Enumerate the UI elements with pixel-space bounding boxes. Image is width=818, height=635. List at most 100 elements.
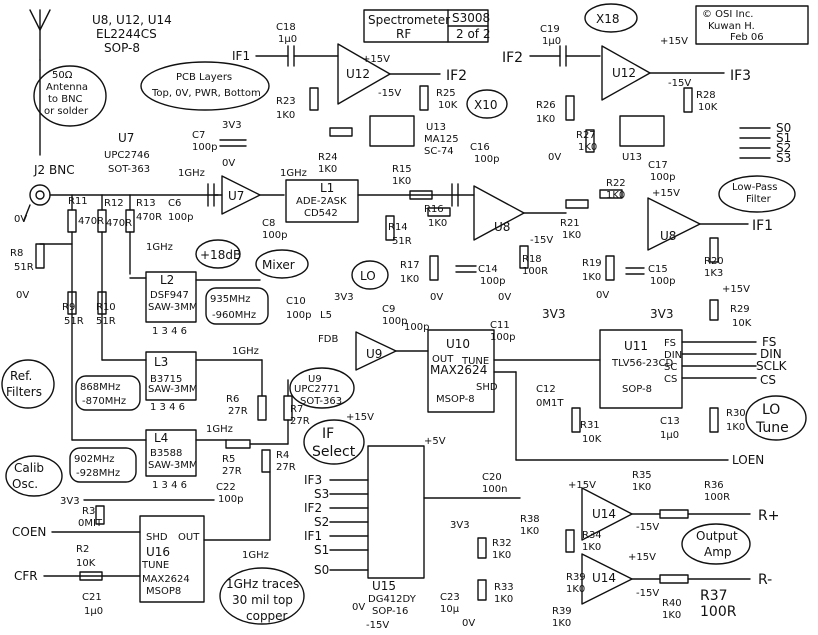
saw-filter-l4: L4 B3588 SAW-3MM 1 3 4 6 [71,429,198,491]
svg-text:1GHz: 1GHz [178,168,205,179]
svg-text:Filters: Filters [6,385,42,399]
svg-text:100p: 100p [650,172,675,183]
svg-text:B3715: B3715 [150,374,182,385]
svg-text:MSOP8: MSOP8 [146,586,181,597]
lo-note: LO [351,260,389,290]
svg-text:IF2: IF2 [304,501,322,515]
svg-text:1K0: 1K0 [632,482,651,493]
svg-text:Select: Select [312,444,356,460]
svg-text:1K0: 1K0 [552,618,571,629]
svg-text:R9: R9 [62,302,75,313]
svg-text:0M1T: 0M1T [536,398,564,409]
svg-text:R16: R16 [424,204,444,215]
svg-text:C22: C22 [216,482,236,493]
svg-text:U15: U15 [372,579,396,593]
svg-text:SOT-363: SOT-363 [300,396,342,407]
svg-text:0V: 0V [14,214,27,225]
svg-text:X18: X18 [596,12,620,26]
svg-text:-928MHz: -928MHz [76,468,120,479]
svg-text:SCLK: SCLK [756,359,788,373]
svg-text:27R: 27R [276,462,296,473]
u11-dac: U11 TLV56-23CD SOP-8 3V3 FS DIN SC CS FS… [599,284,788,441]
svg-text:CFR: CFR [14,569,38,583]
svg-text:R26: R26 [536,100,556,111]
copyright-line-3: Feb 06 [730,32,764,43]
svg-text:OUT: OUT [178,532,200,543]
svg-text:Calib: Calib [14,461,44,475]
svg-text:R22: R22 [606,178,626,189]
svg-text:C6: C6 [168,198,181,209]
svg-text:R36: R36 [704,480,724,491]
svg-text:UPC2746: UPC2746 [104,150,150,161]
svg-text:R17: R17 [400,260,420,271]
svg-text:U8, U12, U14: U8, U12, U14 [92,13,172,27]
svg-text:1GHz traces: 1GHz traces [226,577,299,591]
svg-text:100n: 100n [482,484,507,495]
svg-text:C19: C19 [540,24,560,35]
svg-text:3V3: 3V3 [450,520,470,531]
svg-text:1K0: 1K0 [392,176,411,187]
svg-text:-15V: -15V [366,620,389,631]
svg-text:Amp: Amp [704,545,732,559]
copyright-line-1: © OSI Inc. [702,9,754,20]
svg-text:+15V: +15V [346,412,374,423]
svg-text:C23: C23 [440,592,460,603]
gain-note: +18dB [195,239,241,269]
svg-text:Antenna: Antenna [46,82,88,93]
svg-text:B3588: B3588 [150,448,182,459]
svg-text:902MHz: 902MHz [74,454,114,465]
svg-text:1K0: 1K0 [318,164,337,175]
svg-text:X10: X10 [474,98,498,112]
svg-text:R3: R3 [82,506,95,517]
svg-text:IF2: IF2 [502,50,523,66]
svg-text:SHD: SHD [146,532,168,543]
svg-text:1GHz: 1GHz [280,168,307,179]
svg-text:J2 BNC: J2 BNC [33,163,75,177]
svg-text:R13: R13 [136,198,156,209]
svg-text:CS: CS [664,374,677,385]
svg-text:R20: R20 [704,256,724,267]
svg-text:0V: 0V [430,292,443,303]
svg-text:S0: S0 [314,563,329,577]
svg-text:DG412DY: DG412DY [368,594,417,605]
svg-text:DIN: DIN [664,350,682,361]
svg-text:R32: R32 [492,538,512,549]
svg-text:U8: U8 [660,229,676,243]
l1-mixer: L1 ADE-2ASK CD542 C8 100p 1GHz [262,168,475,241]
svg-text:U10: U10 [446,337,470,351]
svg-text:Tune: Tune [755,420,789,436]
u12-if3-amplifier: IF2 C19 1μ0 U12 +15V -15V IF3 R26 1K0 R2… [502,24,751,163]
svg-text:U9: U9 [366,347,382,361]
svg-text:U13: U13 [426,122,446,133]
antenna-note: 50Ω Antenna to BNC or solder [33,65,107,127]
svg-text:100p: 100p [262,230,287,241]
svg-text:C10: C10 [286,296,306,307]
u7-ref: U7 [118,131,134,145]
svg-text:L1: L1 [320,181,334,195]
svg-text:C11: C11 [490,320,510,331]
svg-text:100p: 100p [404,322,429,333]
svg-text:100p: 100p [218,494,243,505]
svg-text:U12: U12 [612,66,636,80]
svg-text:R31: R31 [580,420,600,431]
svg-text:IF2: IF2 [446,68,467,84]
input-attenuator: R11 470R R12 470R R13 470R C6 100p R8 51… [10,194,193,441]
ref-filters-note: Ref. Filters [1,359,55,409]
svg-text:R37: R37 [700,588,728,604]
svg-text:TUNE: TUNE [461,356,489,367]
svg-text:100p: 100p [480,276,505,287]
svg-text:3V3: 3V3 [542,307,565,321]
svg-text:CD542: CD542 [304,208,338,219]
svg-text:FS: FS [762,335,776,349]
svg-text:IF: IF [322,426,334,442]
svg-text:R27: R27 [576,130,596,141]
svg-text:SOP-8: SOP-8 [104,41,140,55]
u7-part-note: U7 UPC2746 SOT-363 [104,131,150,175]
svg-text:1K0: 1K0 [428,218,447,229]
svg-text:PCB Layers: PCB Layers [176,72,232,83]
svg-text:IF3: IF3 [730,68,751,84]
calib-osc-note: Calib Osc. [5,455,63,497]
svg-text:R+: R+ [758,508,779,524]
svg-text:-15V: -15V [530,235,553,246]
svg-text:R34: R34 [582,530,602,541]
